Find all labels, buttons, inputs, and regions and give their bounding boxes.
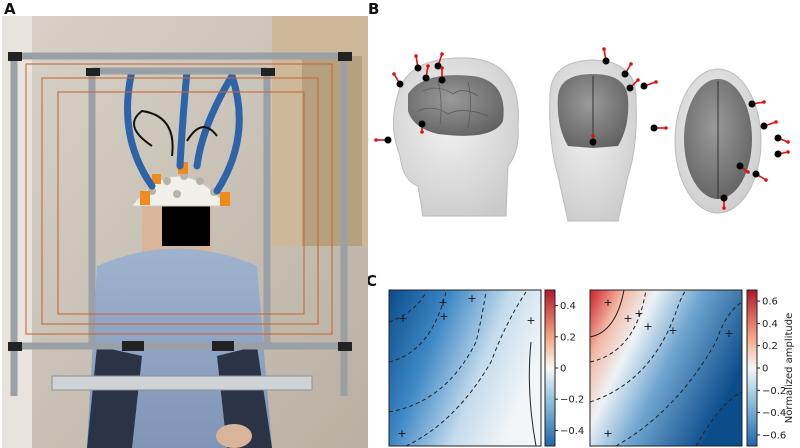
sensor-8 [602,47,610,65]
plus-marker: + [467,292,476,305]
head-models [374,47,790,222]
sensor-1 [392,72,404,88]
sensor-10 [626,78,640,92]
sensor-18 [752,170,768,182]
sensor-6 [374,136,392,144]
sensor-2 [414,54,422,72]
colorbar-tick: 0.4 [560,301,576,312]
colorbar-left-ticks: 0.4 0.2 0 −0.2 −0.4 [555,301,584,437]
plus-marker: + [603,296,612,309]
plus-marker: + [668,324,677,337]
colorbar-tick: 0 [560,364,566,375]
plus-marker: + [603,427,612,440]
colorbar-tick: 0.2 [560,332,576,343]
colorbar-tick: 0.4 [762,319,778,330]
field-map-right [589,289,743,447]
sensor-12 [650,124,668,132]
sensor-14 [748,100,766,108]
panel-letter-c: C [366,272,378,290]
sensor-15 [760,120,778,130]
colorbar-label: Normalized amplitude [784,313,795,423]
sensor-20 [720,194,728,210]
sensor-3 [422,64,430,82]
panel-letter-a: A [4,0,16,18]
sensor-13 [589,134,597,146]
plus-marker: + [724,327,733,340]
plus-marker: + [526,314,535,327]
field-maps: +++++++++++++ 0.40.20−0.2−0.4 0.60.40.20… [388,289,795,447]
sensor-5 [438,66,446,84]
sensor-array [374,47,790,210]
plus-marker: + [623,312,632,325]
colorbar-right [746,289,758,447]
setup-photo [2,16,368,448]
panel-letter-b: B [368,0,380,18]
plus-marker: + [397,427,406,440]
colorbar-tick: −0.6 [762,430,786,441]
plus-marker: + [438,296,447,309]
plus-marker: + [439,310,448,323]
field-map-left [388,289,542,447]
plus-marker: + [643,320,652,333]
sensor-16 [774,134,790,144]
colorbar-tick: −0.2 [560,395,584,406]
head-top-view [674,68,762,214]
head-side-view [392,57,519,217]
colorbar-tick: 0 [762,364,768,375]
sensor-9 [621,62,633,78]
plus-marker: + [634,307,643,320]
sensor-4 [434,52,444,70]
colorbar-tick: 0.2 [762,341,778,352]
plus-marker: + [398,312,407,325]
colorbar-left [544,289,556,447]
colorbar-tick: −0.4 [560,426,584,437]
sensor-11 [640,80,658,90]
sensor-19 [774,150,790,158]
sensor-7 [418,120,426,134]
colorbar-tick: −0.2 [762,386,786,397]
sensor-markers: +++++++++++++ [397,292,733,440]
colorbar-tick: 0.6 [762,297,778,308]
colorbar-tick: −0.4 [762,408,786,419]
colorbar-right-ticks: 0.6 0.4 0.2 0 −0.2 −0.4 −0.6 [757,297,786,441]
sensor-17 [736,162,750,174]
